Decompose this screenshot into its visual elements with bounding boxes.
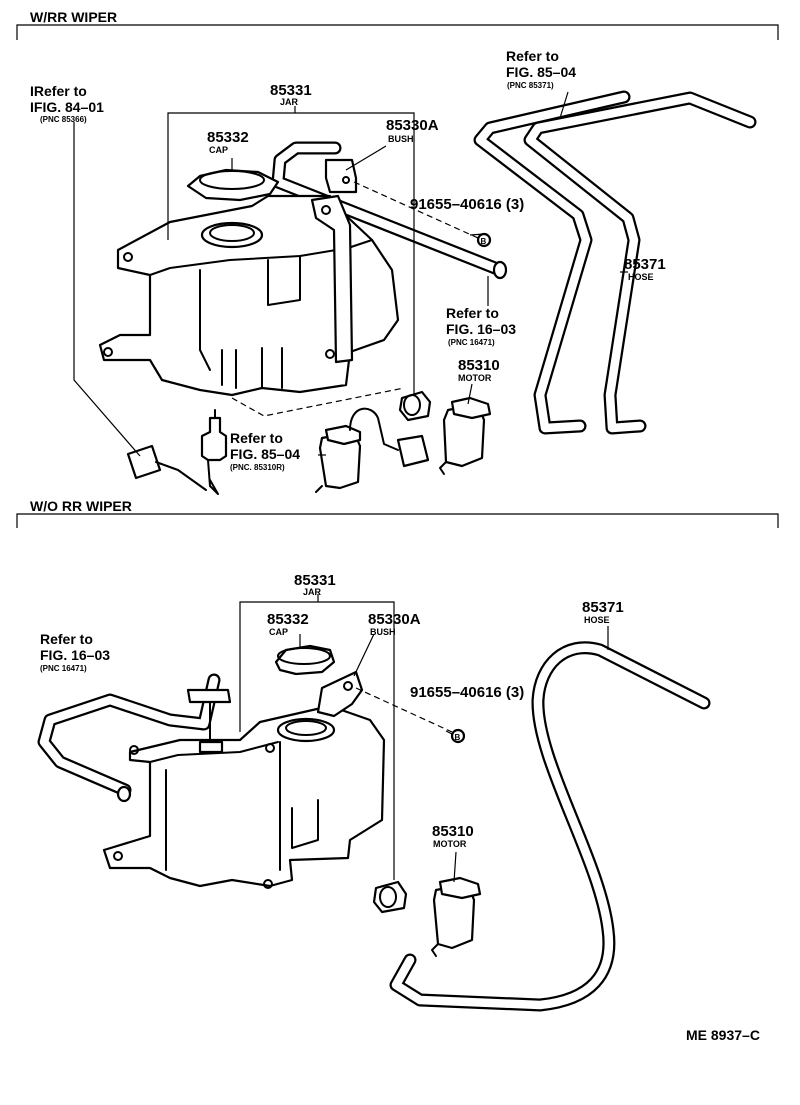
ref-1603-pnc-top: (PNC 16471) <box>448 338 495 347</box>
leaders-top <box>73 91 628 457</box>
cap-85332-bottom <box>274 644 336 676</box>
bush-85330a-top <box>398 390 432 422</box>
ref-hose-fig-a: Refer to <box>506 48 559 64</box>
motor-85310-top <box>439 396 492 475</box>
bolt-part-no-bottom: 91655–40616 (3) <box>410 684 524 701</box>
hose-part-no-top: 85371 <box>624 256 666 273</box>
cap-part-no-top: 85332 <box>207 129 249 146</box>
ref-hose-fig-b: FIG. 85–04 <box>506 64 576 80</box>
ref-8504-pnc-top: (PNC. 85310R) <box>230 463 285 472</box>
bolt-91655-bottom: B <box>355 687 466 744</box>
labels-top: Refer to FIG. 85–04 (PNC 85371) IRefer t… <box>30 48 666 472</box>
hose-part-name-top: HOSE <box>628 272 654 282</box>
motor-part-name-top: MOTOR <box>458 373 492 383</box>
cap-part-no-bottom: 85332 <box>267 611 309 628</box>
motor-85310r-top <box>315 407 430 493</box>
bolt-part-no-top: 91655–40616 (3) <box>410 196 524 213</box>
motor-85310-bottom <box>431 876 482 957</box>
hose-part-no-bottom: 85371 <box>582 599 624 616</box>
ref-8504-a-top: Refer to <box>230 430 283 446</box>
ref-8504-b-top: FIG. 85–04 <box>230 446 300 462</box>
inlet-hose-bottom <box>37 673 221 803</box>
svg-text:B: B <box>481 237 487 246</box>
section-frame-bottom <box>16 513 779 528</box>
jar-part-name-top: JAR <box>280 97 299 107</box>
bush-85330a-bottom <box>372 880 408 914</box>
section-frame-top <box>16 24 779 40</box>
labels-bottom: 85331 JAR 85332 CAP 85330A BUSH 85371 HO… <box>40 572 624 849</box>
cap-85332-top <box>186 168 280 202</box>
section-title-bottom: W/O RR WIPER <box>30 498 132 514</box>
svg-text:B: B <box>455 733 461 742</box>
section-title-top: W/RR WIPER <box>30 9 117 25</box>
inlet-hose-top <box>271 141 508 280</box>
bush-part-no-top: 85330A <box>386 117 439 134</box>
motor-part-no-top: 85310 <box>458 357 500 374</box>
jar-part-no-bottom: 85331 <box>294 572 336 589</box>
hose-85371-bottom <box>389 641 711 1012</box>
ref-1603-a-bottom: Refer to <box>40 631 93 647</box>
motor-part-no-bottom: 85310 <box>432 823 474 840</box>
bolt-91655-top: B <box>353 181 492 248</box>
ref-1603-a-top: Refer to <box>446 305 499 321</box>
bush-part-no-bottom: 85330A <box>368 611 421 628</box>
cap-part-name-bottom: CAP <box>269 627 288 637</box>
ref-1603-b-bottom: FIG. 16–03 <box>40 647 110 663</box>
leaders-bottom <box>239 594 609 883</box>
ref-8401-b: IFIG. 84–01 <box>30 99 104 115</box>
jar-part-no-top: 85331 <box>270 82 312 99</box>
ref-8401-a: IRefer to <box>30 83 87 99</box>
dash-jar-bush-top <box>231 387 405 417</box>
diagram-code: ME 8937–C <box>686 1027 760 1043</box>
washer-jar-bottom <box>102 670 386 889</box>
jar-part-name-bottom: JAR <box>303 587 322 597</box>
motor-part-name-bottom: MOTOR <box>433 839 467 849</box>
ref-1603-b-top: FIG. 16–03 <box>446 321 516 337</box>
hose-part-name-bottom: HOSE <box>584 615 610 625</box>
level-sensor-top <box>200 409 228 495</box>
cap-part-name-top: CAP <box>209 145 228 155</box>
ref-hose-pnc: (PNC 85371) <box>507 81 554 90</box>
ref-8401-pnc: (PNC 85366) <box>40 115 87 124</box>
ref-1603-pnc-bottom: (PNC 16471) <box>40 664 87 673</box>
hose-85371-top <box>473 90 757 435</box>
bush-part-name-top: BUSH <box>388 134 414 144</box>
connector-84-01-top <box>126 444 207 491</box>
bush-part-name-bottom: BUSH <box>370 627 396 637</box>
